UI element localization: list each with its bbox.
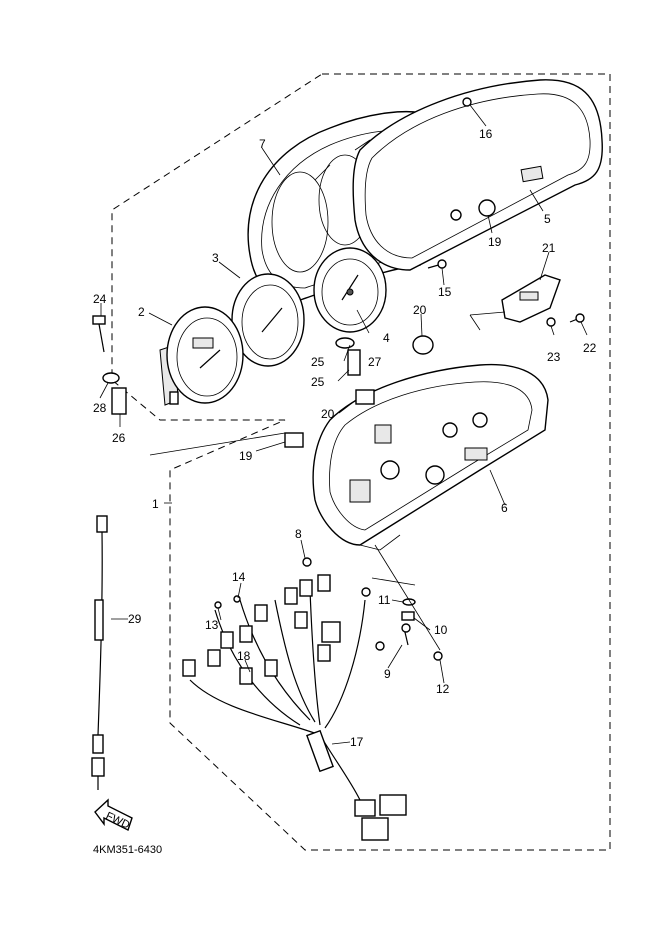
callout: 7 [259, 137, 266, 151]
forward-direction-arrow: FWD [94, 798, 133, 832]
callout: 19 [239, 449, 253, 463]
assembly-boundary-upper [111, 73, 611, 851]
callout: 18 [237, 649, 251, 663]
callout: 3 [212, 251, 219, 265]
callout: 19 [488, 235, 502, 249]
callout: 6 [501, 501, 508, 515]
leader-lines [99, 104, 588, 745]
callout: 20 [413, 303, 427, 317]
callout: 23 [547, 350, 561, 364]
callout: 11 [378, 593, 391, 607]
meter-housing [312, 363, 549, 551]
callout: 29 [128, 612, 142, 626]
callout: 12 [436, 682, 450, 696]
callout: 28 [93, 401, 107, 415]
callout-labels: 7 16 5 19 21 15 3 2 24 4 20 25 27 25 20 … [93, 127, 597, 856]
meter-lens-cover [352, 79, 603, 271]
callout: 15 [438, 285, 452, 299]
callout: 13 [205, 618, 219, 632]
speedometer [159, 306, 244, 406]
callout: 21 [542, 241, 556, 255]
diagram-code: 4KM351-6430 [93, 844, 162, 856]
callout: 4 [383, 331, 390, 345]
callout: 1 [152, 497, 159, 511]
callout: 2 [138, 305, 145, 319]
callout: 22 [583, 341, 597, 355]
callout: 17 [350, 735, 364, 749]
tachometer-gauge [231, 273, 305, 367]
callout: 5 [544, 212, 551, 226]
speedometer-cable [91, 515, 108, 790]
callout: 27 [368, 355, 382, 369]
callout: 8 [295, 527, 302, 541]
fuel-gauge [313, 247, 387, 333]
fwd-label: FWD [104, 810, 132, 831]
callout: 25 [311, 375, 325, 389]
wiring-harness [182, 574, 407, 841]
callout: 24 [93, 292, 107, 306]
callout: 9 [384, 667, 391, 681]
callout: 20 [321, 407, 335, 421]
callout: 16 [479, 127, 493, 141]
callout: 10 [434, 623, 448, 637]
callout: 25 [311, 355, 325, 369]
callout: 14 [232, 570, 246, 584]
indicator-panel [501, 274, 561, 323]
small-parts [92, 97, 585, 661]
callout: 26 [112, 431, 126, 445]
